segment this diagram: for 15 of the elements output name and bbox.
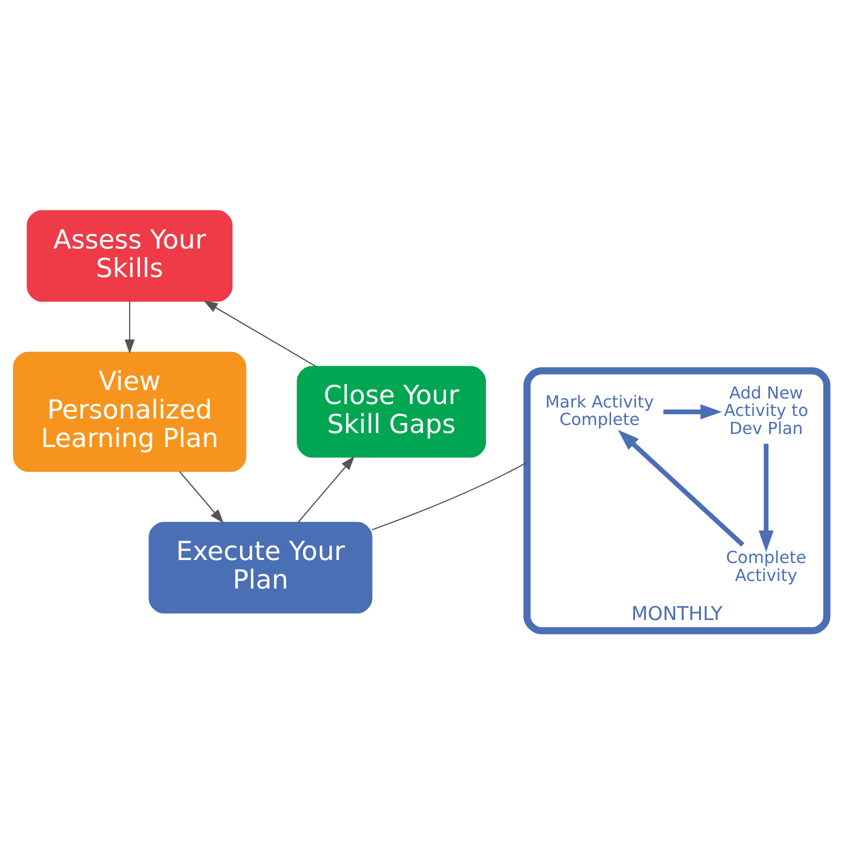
node-box: Assess Your Skills [26, 210, 233, 302]
arrow [203, 300, 316, 366]
node-text: Mark Activity Complete [545, 392, 654, 429]
arrow [298, 456, 355, 522]
node-text: Complete Activity [726, 548, 806, 584]
arrow [758, 443, 774, 552]
node-box: Execute Your Plan [148, 521, 372, 613]
node-box: Close Your Skill Gaps [296, 366, 486, 458]
arrow [124, 301, 135, 354]
arrow [179, 470, 224, 523]
node-text: Add New Activity to Dev Plan [724, 382, 808, 438]
arrow [618, 429, 744, 546]
connector [372, 461, 528, 530]
arrow [663, 404, 722, 419]
node-box: View Personalized Learning Plan [13, 351, 246, 472]
